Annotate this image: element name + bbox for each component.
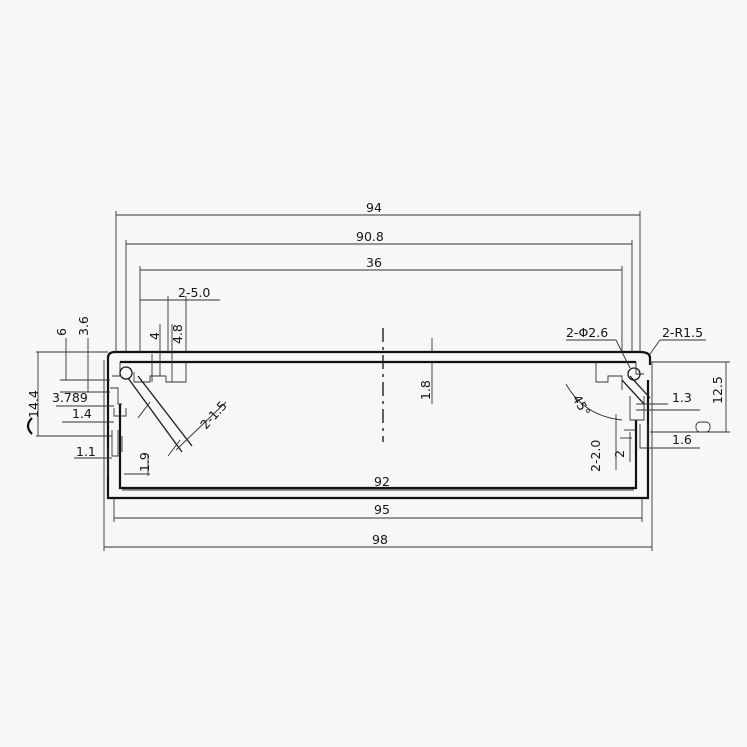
left-hole xyxy=(119,366,133,380)
dim-lines-right xyxy=(565,339,730,470)
dim-label-3-789: 3.789 xyxy=(52,390,88,405)
dim-label-6: 6 xyxy=(54,328,69,336)
dim-label-95: 95 xyxy=(374,502,390,517)
dim-label-3-6: 3.6 xyxy=(76,316,91,336)
dim-label-1-3: 1.3 xyxy=(672,390,692,405)
dim-label-4-8: 4.8 xyxy=(170,324,185,344)
dim-label-98: 98 xyxy=(372,532,388,547)
dim-label-2-5-0: 2-5.0 xyxy=(178,285,210,300)
dim-lines-left xyxy=(36,324,227,476)
section-mark-right xyxy=(695,421,711,433)
dim-label-92: 92 xyxy=(374,474,390,489)
dimension-labels: 94 90.8 36 2-5.0 6 3.6 4 4.8 14.4 3.789 … xyxy=(26,200,725,547)
dim-label-1-1: 1.1 xyxy=(76,444,96,459)
dim-label-radius: 2-R1.5 xyxy=(662,325,703,340)
section-mark-left xyxy=(26,417,33,435)
dim-label-14-4: 14.4 xyxy=(26,390,41,418)
dim-label-1-9: 1.9 xyxy=(137,452,152,472)
dim-label-12-5: 12.5 xyxy=(710,376,725,404)
dim-label-1-8: 1.8 xyxy=(418,380,433,400)
dim-lines-bottom xyxy=(103,360,653,551)
dim-label-45: 45° xyxy=(569,392,593,419)
dim-lines-top xyxy=(115,211,641,352)
dim-label-2-2-0: 2-2.0 xyxy=(588,440,603,472)
dim-label-86: 36 xyxy=(366,255,382,270)
dim-label-1-6: 1.6 xyxy=(672,432,692,447)
dim-label-4: 4 xyxy=(147,332,162,340)
dim-label-94: 94 xyxy=(366,200,382,215)
right-diagonal-leg xyxy=(621,375,651,405)
dim-label-90-8: 90.8 xyxy=(356,229,384,244)
dim-label-1-4: 1.4 xyxy=(72,406,92,421)
dim-label-2: 2 xyxy=(612,450,627,458)
left-diagonal-leg xyxy=(127,375,193,457)
dim-label-hole: 2-Φ2.6 xyxy=(566,325,608,340)
